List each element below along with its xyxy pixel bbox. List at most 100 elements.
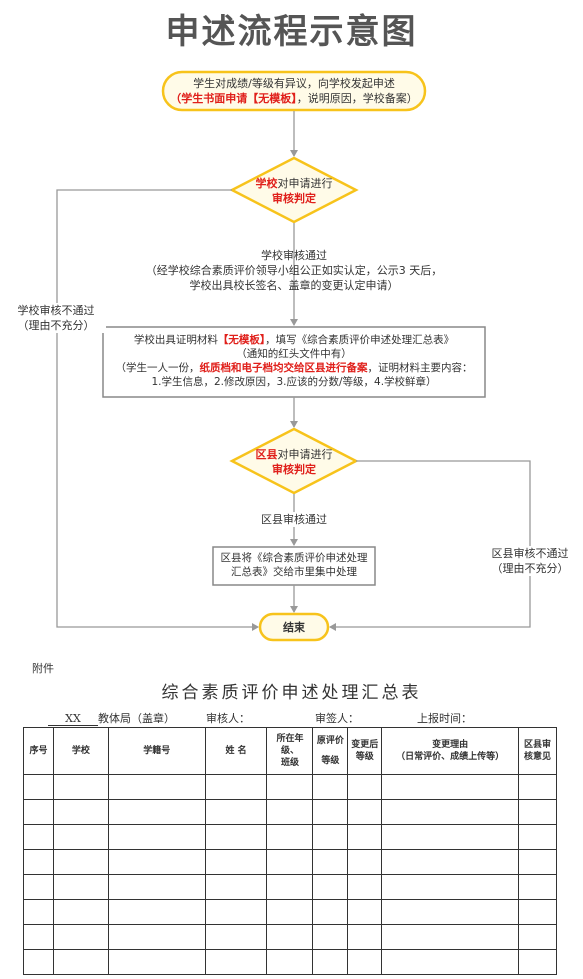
signer-label: 审签人： [315, 712, 359, 725]
report-time-label: 上报时间： [417, 712, 472, 725]
school-decision-line-2: 审核判定 [272, 192, 316, 205]
start-line-2: （学生书面申请【无模板】，说明原因，学校备案） [170, 92, 418, 105]
table-row [23, 824, 557, 850]
table-cell [266, 949, 314, 975]
flow-connectors [56, 70, 531, 642]
table-cell [23, 849, 54, 875]
table-cell [518, 874, 557, 900]
col-reason: 变更理由（日常评价、成绩上传等） [381, 727, 519, 775]
table-cell [266, 774, 314, 800]
table-cell [107, 899, 206, 925]
district-decision-shape [229, 427, 359, 495]
table-cell [381, 849, 519, 875]
materials-box-shape [102, 326, 486, 398]
district-pass-label: 区县审核通过 [234, 512, 354, 527]
table-cell [204, 924, 268, 950]
table-cell [107, 799, 206, 825]
summary-table-body [23, 774, 557, 975]
table-cell [518, 924, 557, 950]
table-cell [23, 924, 54, 950]
table-row [23, 774, 557, 800]
table-cell [518, 949, 557, 975]
end-node-shape [258, 612, 330, 642]
table-cell [312, 899, 349, 925]
table-cell [23, 874, 54, 900]
table-cell [52, 849, 109, 875]
table-cell [381, 799, 519, 825]
arrow-district-fail-path [329, 460, 531, 631]
col-grade-class: 所在年级、班级 [266, 727, 314, 775]
table-cell [107, 774, 206, 800]
district-decision-line-2: 审核判定 [272, 463, 316, 476]
table-cell [347, 899, 383, 925]
col-new-level: 变更后等级 [347, 727, 383, 775]
table-cell [266, 899, 314, 925]
table-cell [518, 799, 557, 825]
table-cell [52, 899, 109, 925]
table-cell [204, 874, 268, 900]
table-cell [266, 874, 314, 900]
table-row [23, 799, 557, 825]
reviewer-label: 审核人： [206, 712, 250, 725]
school-fail-label: 学校审核不通过 （理由不充分） [6, 303, 106, 333]
district-submit-text: 区县将《综合素质评价申述处理 汇总表》交给市里集中处理 [220, 552, 368, 578]
table-cell [23, 799, 54, 825]
table-cell [52, 824, 109, 850]
table-cell [381, 874, 519, 900]
table-cell [312, 799, 349, 825]
table-cell [52, 799, 109, 825]
table-cell [204, 799, 268, 825]
table-cell [347, 949, 383, 975]
start-line-1: 学生对成绩/等级有异议，向学校发起申述 [193, 77, 395, 90]
table-cell [381, 824, 519, 850]
table-cell [312, 849, 349, 875]
table-cell [107, 949, 206, 975]
district-submit-box-shape [212, 546, 376, 586]
table-row [23, 924, 557, 950]
table-cell [312, 949, 349, 975]
table-cell [107, 924, 206, 950]
table-cell [52, 874, 109, 900]
col-seq: 序号 [23, 727, 54, 775]
table-row [23, 874, 557, 900]
table-cell [23, 824, 54, 850]
school-decision-text: 学校对申请进行 审核判定 [232, 176, 356, 206]
summary-table: 序号 学校 学籍号 姓 名 所在年级、班级 原评价等级 变更后等级 变更理由（日… [23, 727, 557, 975]
end-node-text: 结束 [283, 621, 305, 634]
table-cell [204, 899, 268, 925]
table-cell [23, 949, 54, 975]
district-decision-text: 区县对申请进行 审核判定 [232, 447, 356, 477]
table-cell [107, 874, 206, 900]
arrow-school-fail-path [56, 189, 259, 631]
table-cell [23, 774, 54, 800]
page-title: 申述流程示意图 [165, 12, 418, 52]
table-cell [381, 899, 519, 925]
table-cell [52, 774, 109, 800]
table-cell [107, 849, 206, 875]
table-cell [381, 774, 519, 800]
table-cell [52, 924, 109, 950]
start-node-text: 学生对成绩/等级有异议，向学校发起申述 （学生书面申请【无模板】，说明原因，学校… [163, 76, 425, 106]
table-cell [204, 949, 268, 975]
table-cell [347, 874, 383, 900]
table-cell [204, 849, 268, 875]
table-cell [347, 849, 383, 875]
table-cell [266, 849, 314, 875]
table-cell [266, 924, 314, 950]
school-decision-shape [229, 156, 359, 224]
table-cell [347, 924, 383, 950]
table-row [23, 949, 557, 975]
table-cell [381, 949, 519, 975]
table-cell [381, 924, 519, 950]
col-original-level: 原评价等级 [312, 727, 349, 775]
summary-table-header: 序号 学校 学籍号 姓 名 所在年级、班级 原评价等级 变更后等级 变更理由（日… [23, 727, 557, 775]
col-name: 姓 名 [204, 727, 268, 775]
table-cell [312, 924, 349, 950]
annex-label: 附件 [32, 662, 54, 675]
bureau-name-field: XX [48, 712, 98, 726]
summary-table-title: 综合素质评价申述处理汇总表 [161, 683, 422, 703]
table-cell [518, 824, 557, 850]
materials-box-text: 学校出具证明材料【无模板】，填写《综合素质评价申述处理汇总表》 （通知的红头文件… [115, 334, 473, 388]
